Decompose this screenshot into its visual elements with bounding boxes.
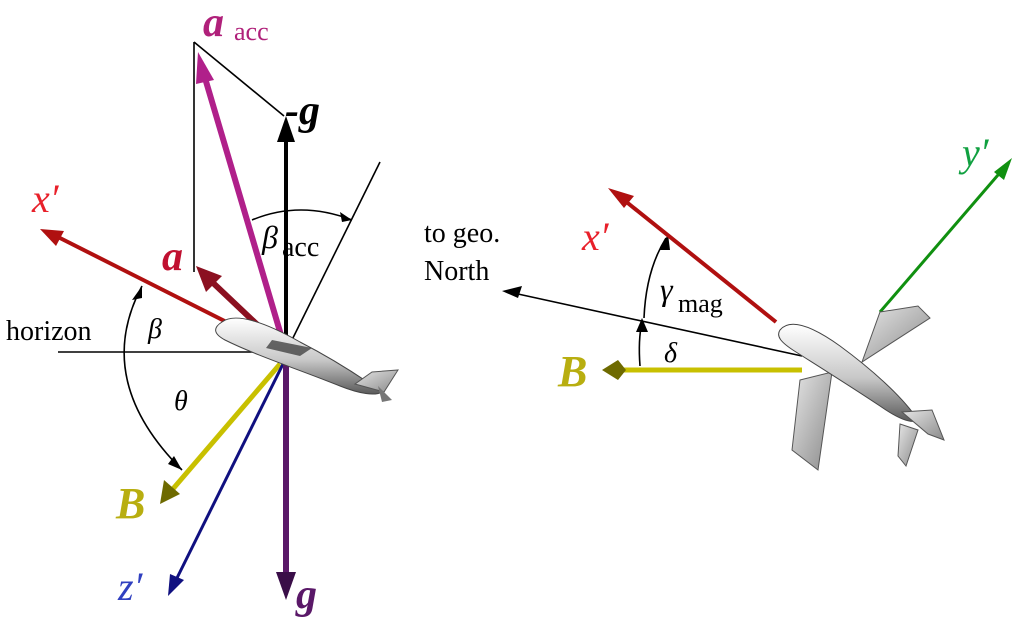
theta-arc-arrowhead <box>168 456 182 470</box>
label-a-acc-main: a <box>203 0 224 46</box>
delta-arrowhead <box>636 318 648 332</box>
B-vector-left <box>160 362 282 504</box>
label-B-left: B <box>115 479 145 528</box>
geo-north-line <box>517 293 803 357</box>
label-x-prime-right: x′ <box>581 214 610 259</box>
a-acc-vector <box>196 52 289 353</box>
neg-g-vector <box>277 116 295 352</box>
g-vector <box>276 356 296 600</box>
label-to-geo-north-line2: North <box>424 256 489 287</box>
label-horizon: horizon <box>6 316 92 347</box>
label-beta-acc-sub: acc <box>282 232 319 263</box>
label-g: g <box>295 572 317 618</box>
aircraft-side-view <box>215 317 399 402</box>
label-a: a <box>162 234 183 280</box>
label-y-prime: y′ <box>958 130 990 175</box>
label-gamma-mag-sub: mag <box>678 289 723 318</box>
label-beta-acc-main: β <box>261 219 278 255</box>
parallelogram-top-edge <box>193 41 285 117</box>
right-diagram: to geo. North x′ y′ γ mag δ B <box>424 130 1012 471</box>
label-neg-g: -g <box>285 88 320 134</box>
x-prime-axis-right <box>608 188 778 324</box>
label-beta: β <box>147 314 162 345</box>
label-z-prime: z′ <box>117 564 144 609</box>
z-prime-axis <box>168 361 286 596</box>
label-B-right: B <box>557 347 587 396</box>
gamma-mag-arc <box>643 237 667 319</box>
label-a-acc-sub: acc <box>234 17 269 46</box>
aircraft-top-view <box>778 305 945 471</box>
beta-theta-arc <box>123 285 183 471</box>
B-vector-right <box>602 360 802 380</box>
y-prime-axis <box>878 158 1012 313</box>
label-theta: θ <box>174 386 188 417</box>
gamma-mag-arrowhead <box>660 234 670 250</box>
label-delta: δ <box>664 338 678 369</box>
beta-acc-arc-arrowhead <box>340 212 352 222</box>
beta-arc-arrowhead <box>132 286 142 300</box>
label-gamma-mag-main: γ <box>660 271 674 307</box>
label-to-geo-north-line1: to geo. <box>424 218 500 249</box>
label-x-prime-left: x′ <box>31 176 60 221</box>
tilted-reference-line <box>285 161 381 353</box>
left-diagram: a acc -g x′ a β acc horizon β θ B z′ g <box>6 0 399 618</box>
geo-north-arrowhead <box>502 286 522 298</box>
